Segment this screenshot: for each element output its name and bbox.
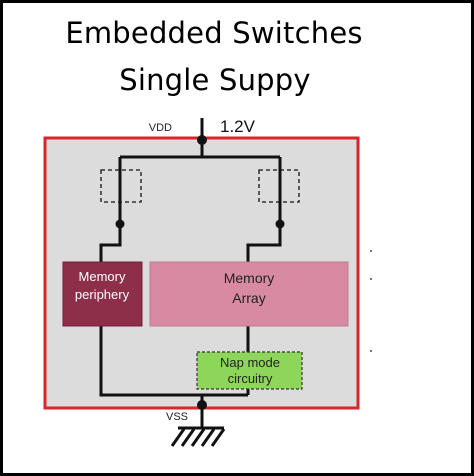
memory-array-label-1: Memory [224, 270, 275, 286]
left-switch-dot [115, 219, 125, 229]
right-switch-dot [275, 219, 285, 229]
vss-junction-dot [197, 400, 207, 410]
ground-icon [170, 426, 226, 447]
memory-periphery-label-2: periphery [75, 287, 130, 302]
title-line-1: Embedded Switches [65, 16, 363, 50]
vdd-junction-dot [197, 135, 207, 145]
voltage-label: 1.2V [220, 117, 256, 136]
memory-array-label-2: Array [232, 290, 265, 306]
junctions [115, 135, 285, 410]
nap-mode-block [196, 351, 303, 390]
vdd-label: VDD [149, 122, 172, 134]
switch-box-icon [100, 169, 142, 203]
vss-label: VSS [166, 411, 188, 423]
nap-mode-label-2: circuitry [228, 371, 273, 386]
switch-box-icon [258, 169, 300, 203]
memory-periphery-block [62, 261, 143, 327]
nap-mode-label-1: Nap mode [220, 355, 280, 370]
left-branch-wire [99, 227, 122, 262]
memory-array-block [149, 261, 349, 327]
stray-marks [370, 250, 372, 352]
memory-periphery-label-1: Memory [79, 269, 126, 284]
wiring [99, 118, 282, 428]
right-branch-wire [246, 227, 282, 262]
periphery-return-wire [99, 326, 202, 397]
title-line-2: Single Suppy [119, 63, 311, 97]
